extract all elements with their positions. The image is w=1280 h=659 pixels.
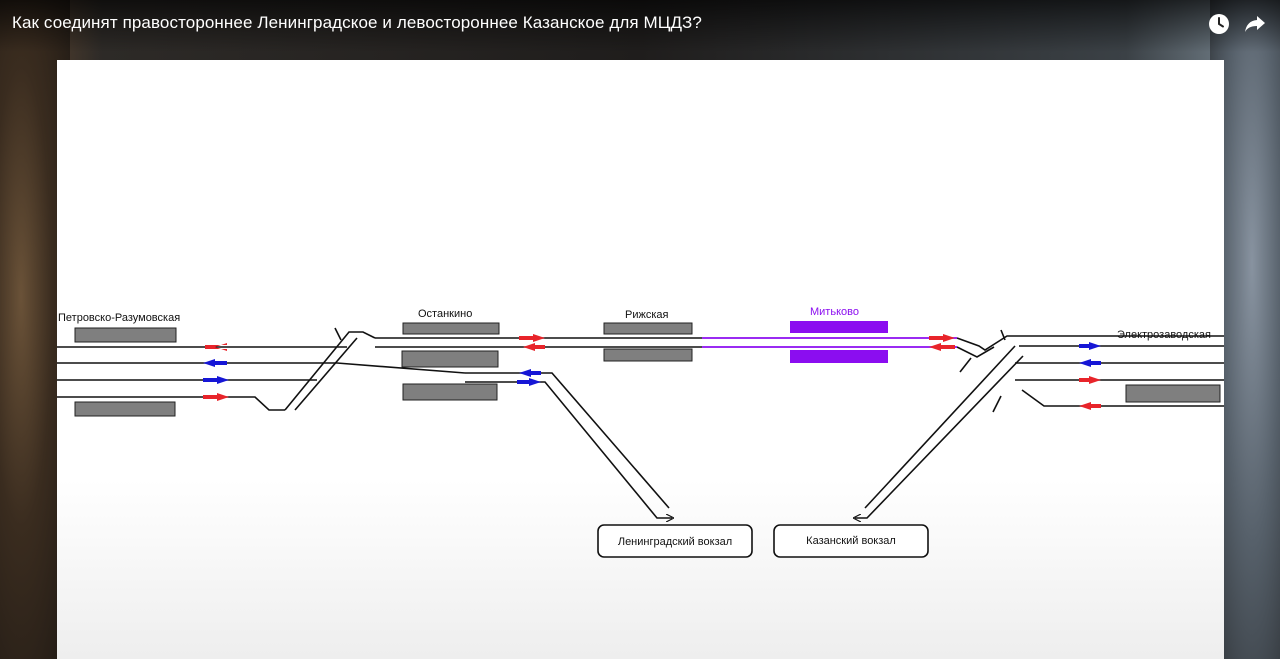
terminal-label-kazansky: Казанский вокзал [806,535,896,547]
platform-rizhskaya-1 [603,322,693,335]
arrow-blue-left-elektro [1079,359,1101,367]
tracks [57,327,1224,518]
track-right-stub-3 [992,395,1002,413]
platform-ostankino-2 [401,350,499,368]
slide: Петровско-Разумовская Останкино Рижская … [57,60,1224,659]
station-label-mitkovo: Митьково [810,306,859,318]
arrow-red-right-ostankino [519,334,545,342]
platform-elektrozavodskaya [1125,384,1221,403]
platform-mitkovo-1 [790,321,888,333]
station-label-ostankino: Останкино [418,308,472,320]
video-title[interactable]: Как соединят правостороннее Ленинградско… [12,13,702,32]
terminal-leningradsky: Ленинградский вокзал [597,524,753,558]
crossover-left-c [334,327,342,341]
track-right-stub-2 [959,357,972,373]
clock-icon[interactable] [1207,12,1231,36]
arrow-red-right-mitkovo [929,334,955,342]
arrow-blue-left [203,359,227,367]
branch-leningradsky-b [465,381,672,518]
arrow-red-left-ostankino [523,343,545,351]
branch-kazansky-b [855,355,1024,518]
track-right-1 [956,335,1224,351]
track-left-2 [57,362,466,374]
branch-kazansky-a [864,345,1016,509]
platform-petrovsko-top [74,327,177,343]
track-right-stub-1 [1000,329,1006,341]
terminal-box-kazansky [773,524,929,558]
terminal-kazansky: Казанский вокзал [773,524,929,558]
mitkovo-line [702,337,957,348]
platform-mitkovo-2 [790,350,888,363]
arrow-red-left-elektro [1079,402,1101,410]
platforms [74,321,1221,417]
crossover-left-a [284,331,376,411]
station-label-elektrozavodskaya: Электрозаводская [1117,329,1211,341]
arrow-blue-left-ostankino [519,369,541,377]
station-label-petrovsko: Петровско-Разумовская [58,312,180,324]
terminal-label-leningradsky: Ленинградский вокзал [618,536,732,548]
platform-petrovsko-bottom [74,401,176,417]
arrow-blue-right-elektro [1079,342,1101,350]
arrow-blue-right [203,376,229,384]
arrow-red-right-elektro [1079,376,1101,384]
arrow-blue-right-ostankino [517,378,541,386]
arrow-red-left [205,343,227,351]
track-right-6 [1021,389,1224,407]
track-left-4 [57,396,285,411]
branch-leningradsky-a [465,372,670,509]
track-right-2 [956,346,995,358]
platform-ostankino-1 [402,322,500,335]
platform-rizhskaya-2 [603,348,693,362]
terminal-box-leningradsky [597,524,753,558]
arrow-red-left-mitkovo [929,343,955,351]
station-label-rizhskaya: Рижская [625,309,669,321]
platform-ostankino-3 [402,383,498,401]
arrow-red-right [203,393,229,401]
track-diagram: Петровско-Разумовская Останкино Рижская … [57,306,1224,558]
video-top-bar [0,0,1280,52]
share-arrow-icon[interactable] [1243,12,1267,36]
station-labels: Петровско-Разумовская Останкино Рижская … [58,306,1211,341]
crossover-left-b [294,337,358,411]
direction-arrows [203,334,1101,410]
